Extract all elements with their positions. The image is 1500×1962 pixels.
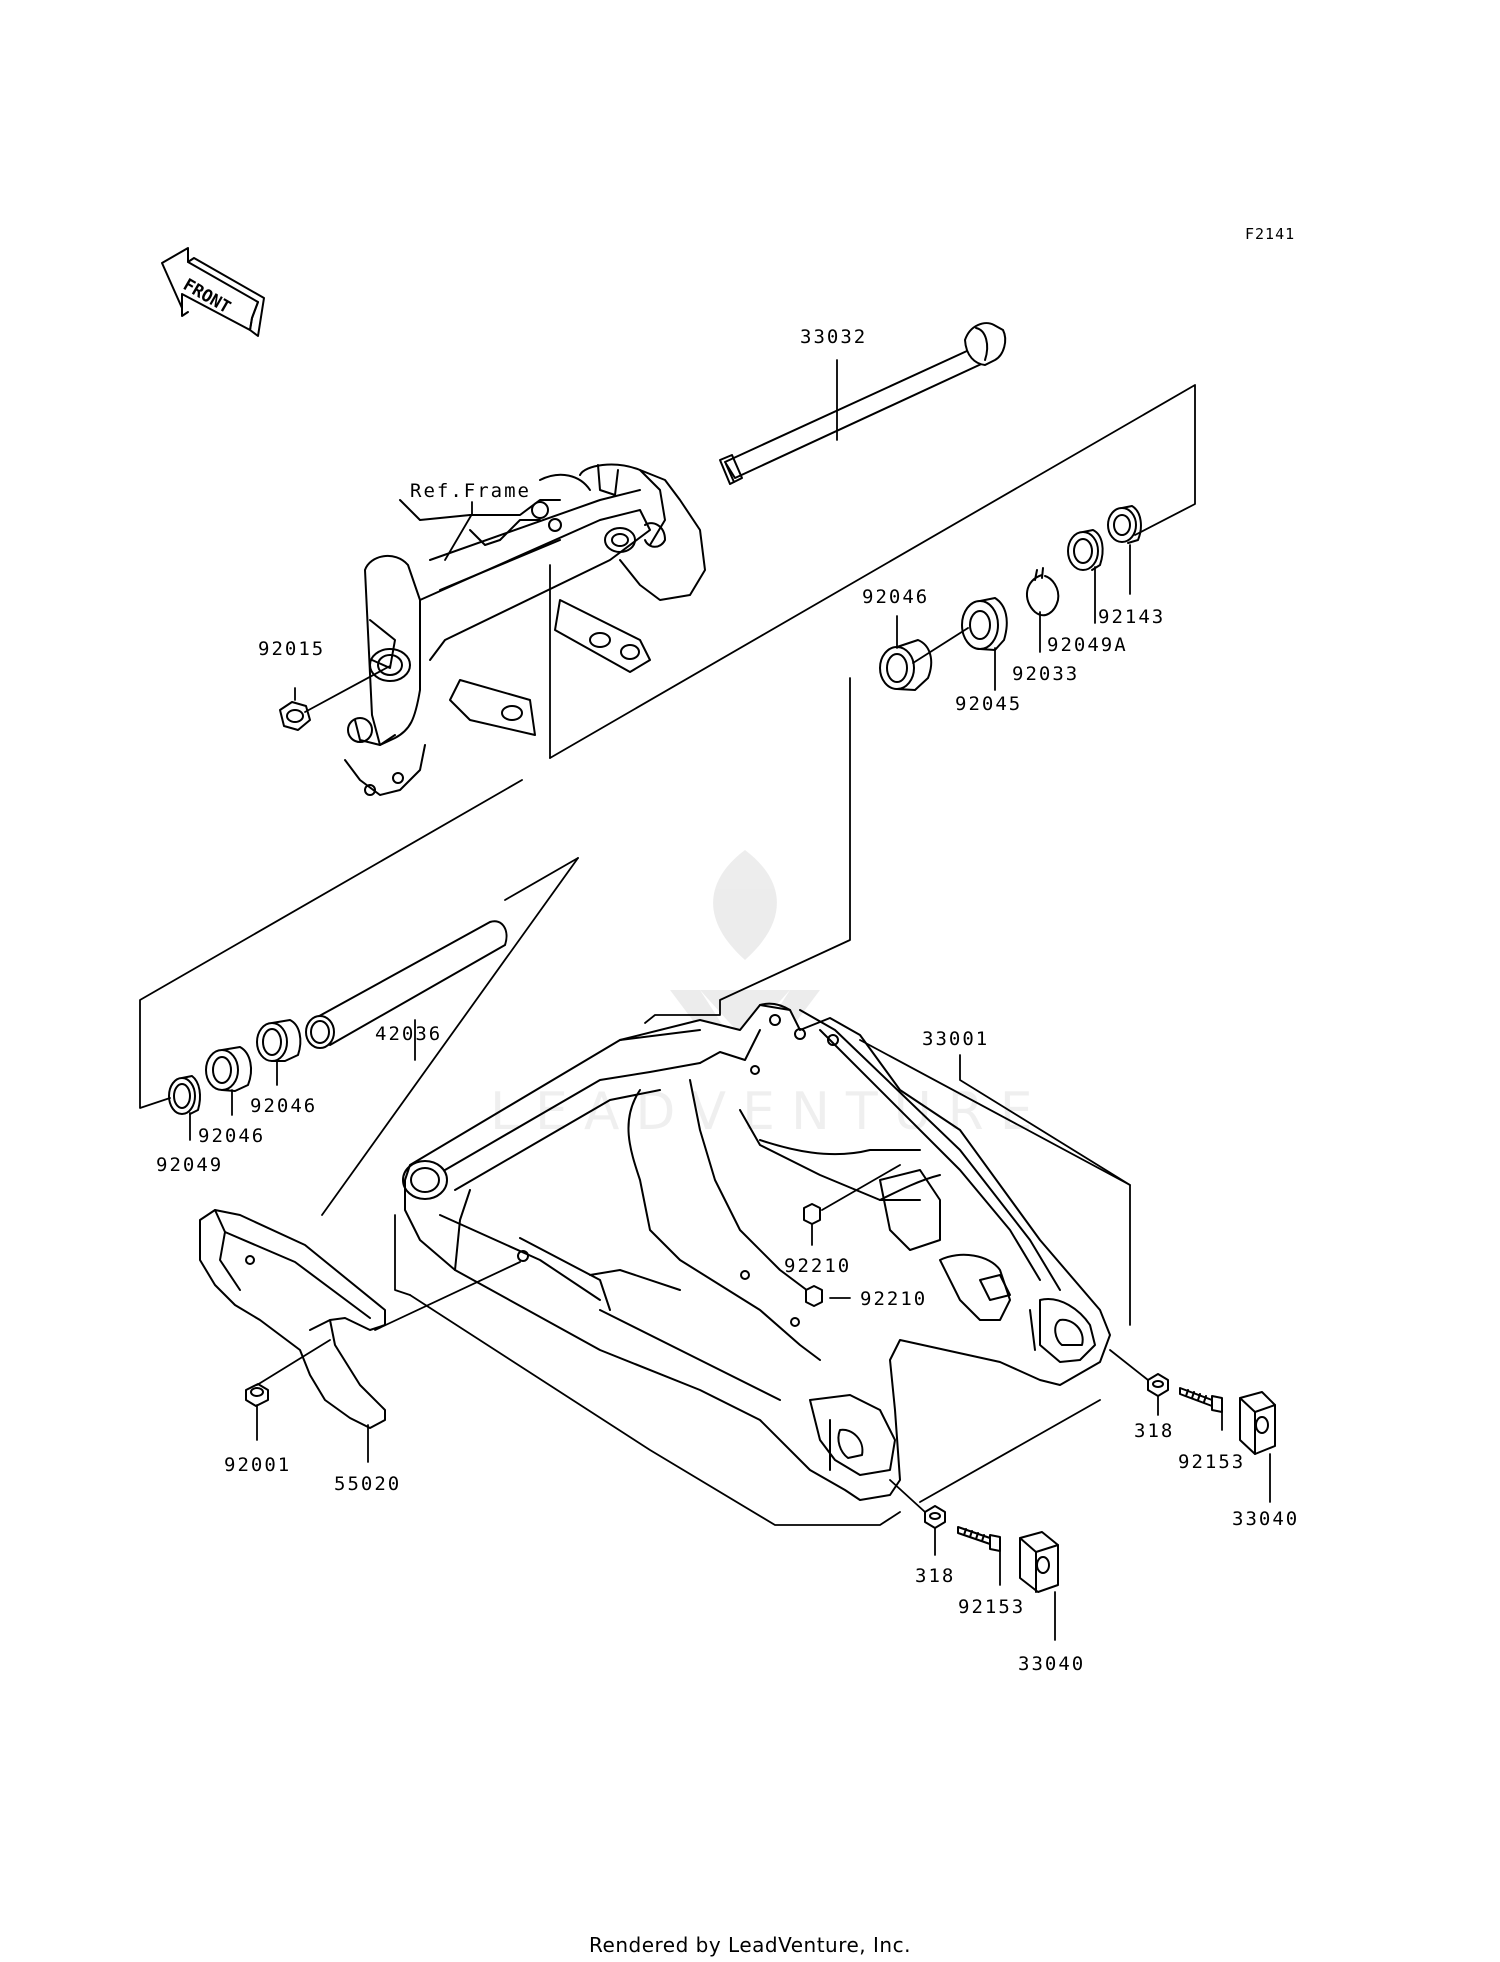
needle-bearing-92046-b [256, 1019, 302, 1062]
frame-ref [344, 463, 706, 796]
swingarm-33001 [402, 1002, 1111, 1501]
needle-bearing-92046-c [205, 1046, 253, 1092]
label-92046-left-b: 92046 [198, 1125, 266, 1147]
nut-318-b [924, 1505, 946, 1529]
figure-id: F2141 [1245, 225, 1296, 243]
plug-92210-b [805, 1285, 823, 1307]
label-55020: 55020 [334, 1473, 402, 1495]
label-92153-a: 92153 [1178, 1451, 1246, 1473]
nut-92015 [279, 701, 311, 731]
label-92001: 92001 [224, 1454, 292, 1476]
label-33032: 33032 [800, 326, 868, 348]
chain-adjuster-33040-a [1239, 1391, 1276, 1455]
oil-seal-92049A [1067, 529, 1104, 571]
label-92046-left-a: 92046 [250, 1095, 318, 1117]
label-92046-upper: 92046 [862, 586, 930, 608]
label-92045: 92045 [955, 693, 1023, 715]
watermark-text: LEADVENTURE [490, 1082, 1049, 1142]
label-33040-a: 33040 [1232, 1508, 1300, 1530]
nut-318-a [1147, 1373, 1169, 1397]
bolt-92001 [245, 1383, 269, 1407]
label-318-b: 318 [915, 1565, 956, 1587]
footer-credit: Rendered by LeadVenture, Inc. [589, 1933, 911, 1957]
chain-slider-55020 [199, 1209, 386, 1429]
label-318-a: 318 [1134, 1420, 1175, 1442]
label-92210-b: 92210 [860, 1288, 928, 1310]
bolt-92153-b [957, 1526, 1001, 1552]
circlip-92033 [1026, 567, 1060, 617]
front-arrow-icon: FRONT [161, 247, 265, 337]
plug-92210-a [803, 1203, 821, 1225]
oil-seal-92049 [168, 1075, 201, 1115]
label-92143: 92143 [1098, 606, 1166, 628]
label-92015: 92015 [258, 638, 326, 660]
chain-adjuster-33040-b [1019, 1531, 1059, 1593]
label-92210-a: 92210 [784, 1255, 852, 1277]
label-42036: 42036 [375, 1023, 443, 1045]
label-92049A: 92049A [1047, 634, 1128, 656]
collar-tube-42036 [305, 920, 508, 1049]
label-92153-b: 92153 [958, 1596, 1026, 1618]
label-92033: 92033 [1012, 663, 1080, 685]
label-33001: 33001 [922, 1028, 990, 1050]
label-ref-frame: Ref.Frame [410, 480, 531, 502]
label-92049: 92049 [156, 1154, 224, 1176]
leader-lines [139, 359, 1271, 1641]
needle-bearing-92046-a [879, 639, 933, 691]
collar-92143 [1107, 505, 1142, 544]
bolt-92153-a [1179, 1387, 1223, 1413]
pivot-shaft-33032 [719, 322, 1007, 485]
ball-bearing-92045 [961, 597, 1008, 651]
label-33040-b: 33040 [1018, 1653, 1086, 1675]
